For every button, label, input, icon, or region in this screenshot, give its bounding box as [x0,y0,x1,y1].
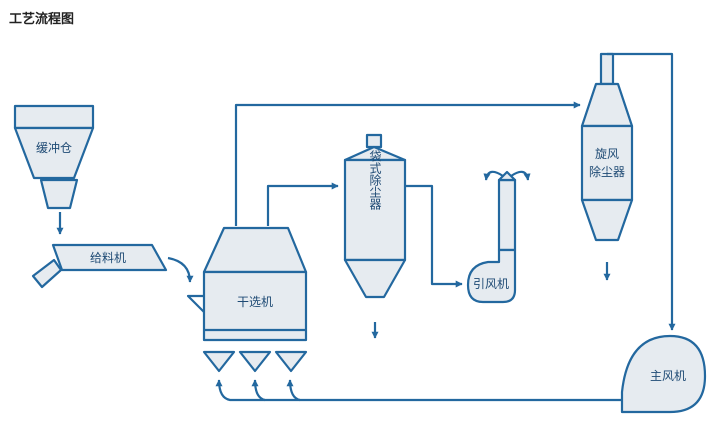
main-fan [620,334,707,414]
flow-arrow-return-left [215,379,265,402]
feeder [31,243,168,289]
bag-dust-collector-label: 袋式除尘器 [368,150,382,211]
flow-line-bag-collector-to-induced-fan [405,184,463,288]
buffer-bin [13,104,95,210]
flow-arrow-fan-exhaust-left [483,170,504,181]
cyclone-label-line1: 旋风 [595,147,619,161]
induced-fan-label: 引风机 [473,277,509,291]
bag-dust-collector [343,133,407,299]
buffer-bin-label: 缓冲仓 [36,140,72,155]
cyclone-dust-collector [580,52,634,242]
flow-line-separator-to-bag-collector [266,182,339,226]
cyclone-label-line2: 除尘器 [589,164,625,179]
diagram-title: 工艺流程图 [9,12,75,27]
flow-line-main-fan-return [286,379,622,402]
feeder-label: 给料机 [90,251,126,265]
flow-line-separator-to-cyclone [234,101,581,226]
dry-separator [186,226,308,373]
flow-line-cyclone-to-main-fan [607,52,676,331]
induced-fan [466,170,517,304]
main-fan-label: 主风机 [650,369,686,383]
flow-arrow-fan-exhaust-right [510,170,531,181]
flow-arrow-feeder-to-separator [167,256,194,283]
dry-separator-label: 干选机 [237,295,273,309]
